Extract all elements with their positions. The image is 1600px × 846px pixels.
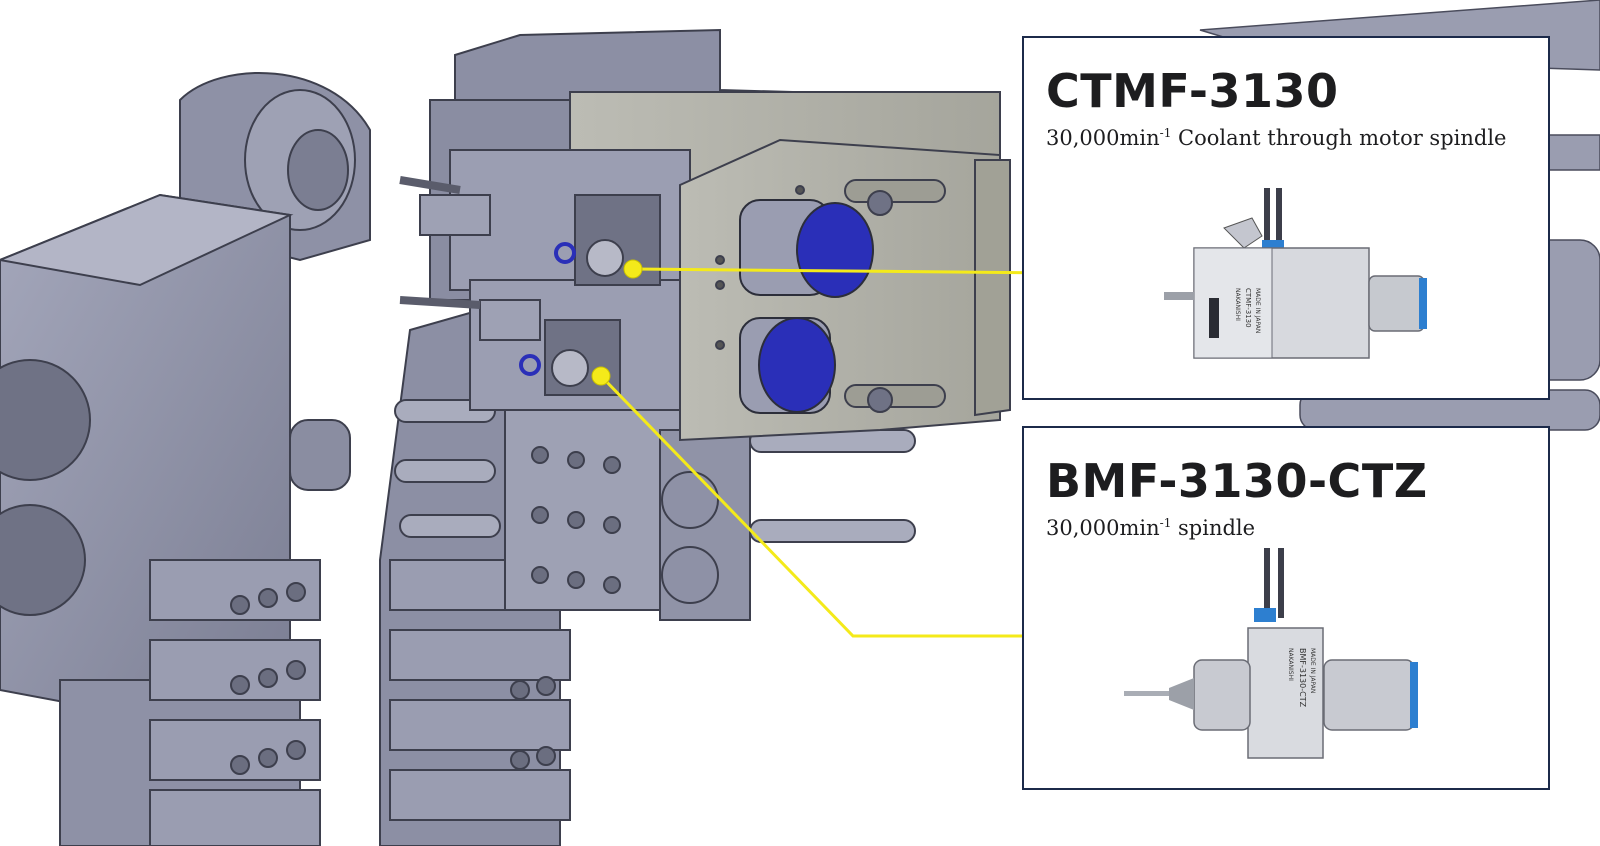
ctmf-spindle-product-image: NAKANISHI CTMF-3130 MADE IN JAPAN	[1164, 188, 1427, 359]
ctmf-marking-origin: MADE IN JAPAN	[1254, 288, 1261, 333]
model-title: BMF-3130-CTZ	[1046, 454, 1428, 508]
feature-text: spindle	[1178, 516, 1256, 540]
bmf-marking-model: BMF-3130-CTZ	[1298, 648, 1307, 708]
bmf-marking-brand: NAKANISHI	[1287, 648, 1294, 681]
left-tool-block	[0, 71, 371, 846]
model-description: 30,000min-1 Coolant through motor spindl…	[1046, 126, 1506, 150]
bmf-marking-origin: MADE IN JAPAN	[1309, 648, 1316, 693]
callout-card-bmf-3130-ctz: BMF-3130-CTZ 30,000min-1 spindle NAKANIS…	[1022, 426, 1550, 790]
callout-dot-ctmf	[623, 259, 643, 279]
callout-line-bmf	[599, 374, 1055, 638]
speed-exponent: -1	[1159, 516, 1172, 530]
speed-value: 30,000min	[1046, 126, 1160, 150]
ctmf-marking-model: CTMF-3130	[1244, 288, 1252, 328]
model-title: CTMF-3130	[1046, 64, 1339, 118]
callout-card-ctmf-3130: CTMF-3130 30,000min-1 Coolant through mo…	[1022, 36, 1550, 400]
callout-dot-bmf	[591, 366, 611, 386]
bmf-spindle-product-image: NAKANISHI BMF-3130-CTZ MADE IN JAPAN	[1124, 548, 1418, 759]
model-description: 30,000min-1 spindle	[1046, 516, 1255, 540]
ctmf-marking-brand: NAKANISHI	[1234, 288, 1241, 321]
speed-value: 30,000min	[1046, 516, 1160, 540]
speed-exponent: -1	[1159, 126, 1172, 140]
feature-text: Coolant through motor spindle	[1178, 126, 1507, 150]
